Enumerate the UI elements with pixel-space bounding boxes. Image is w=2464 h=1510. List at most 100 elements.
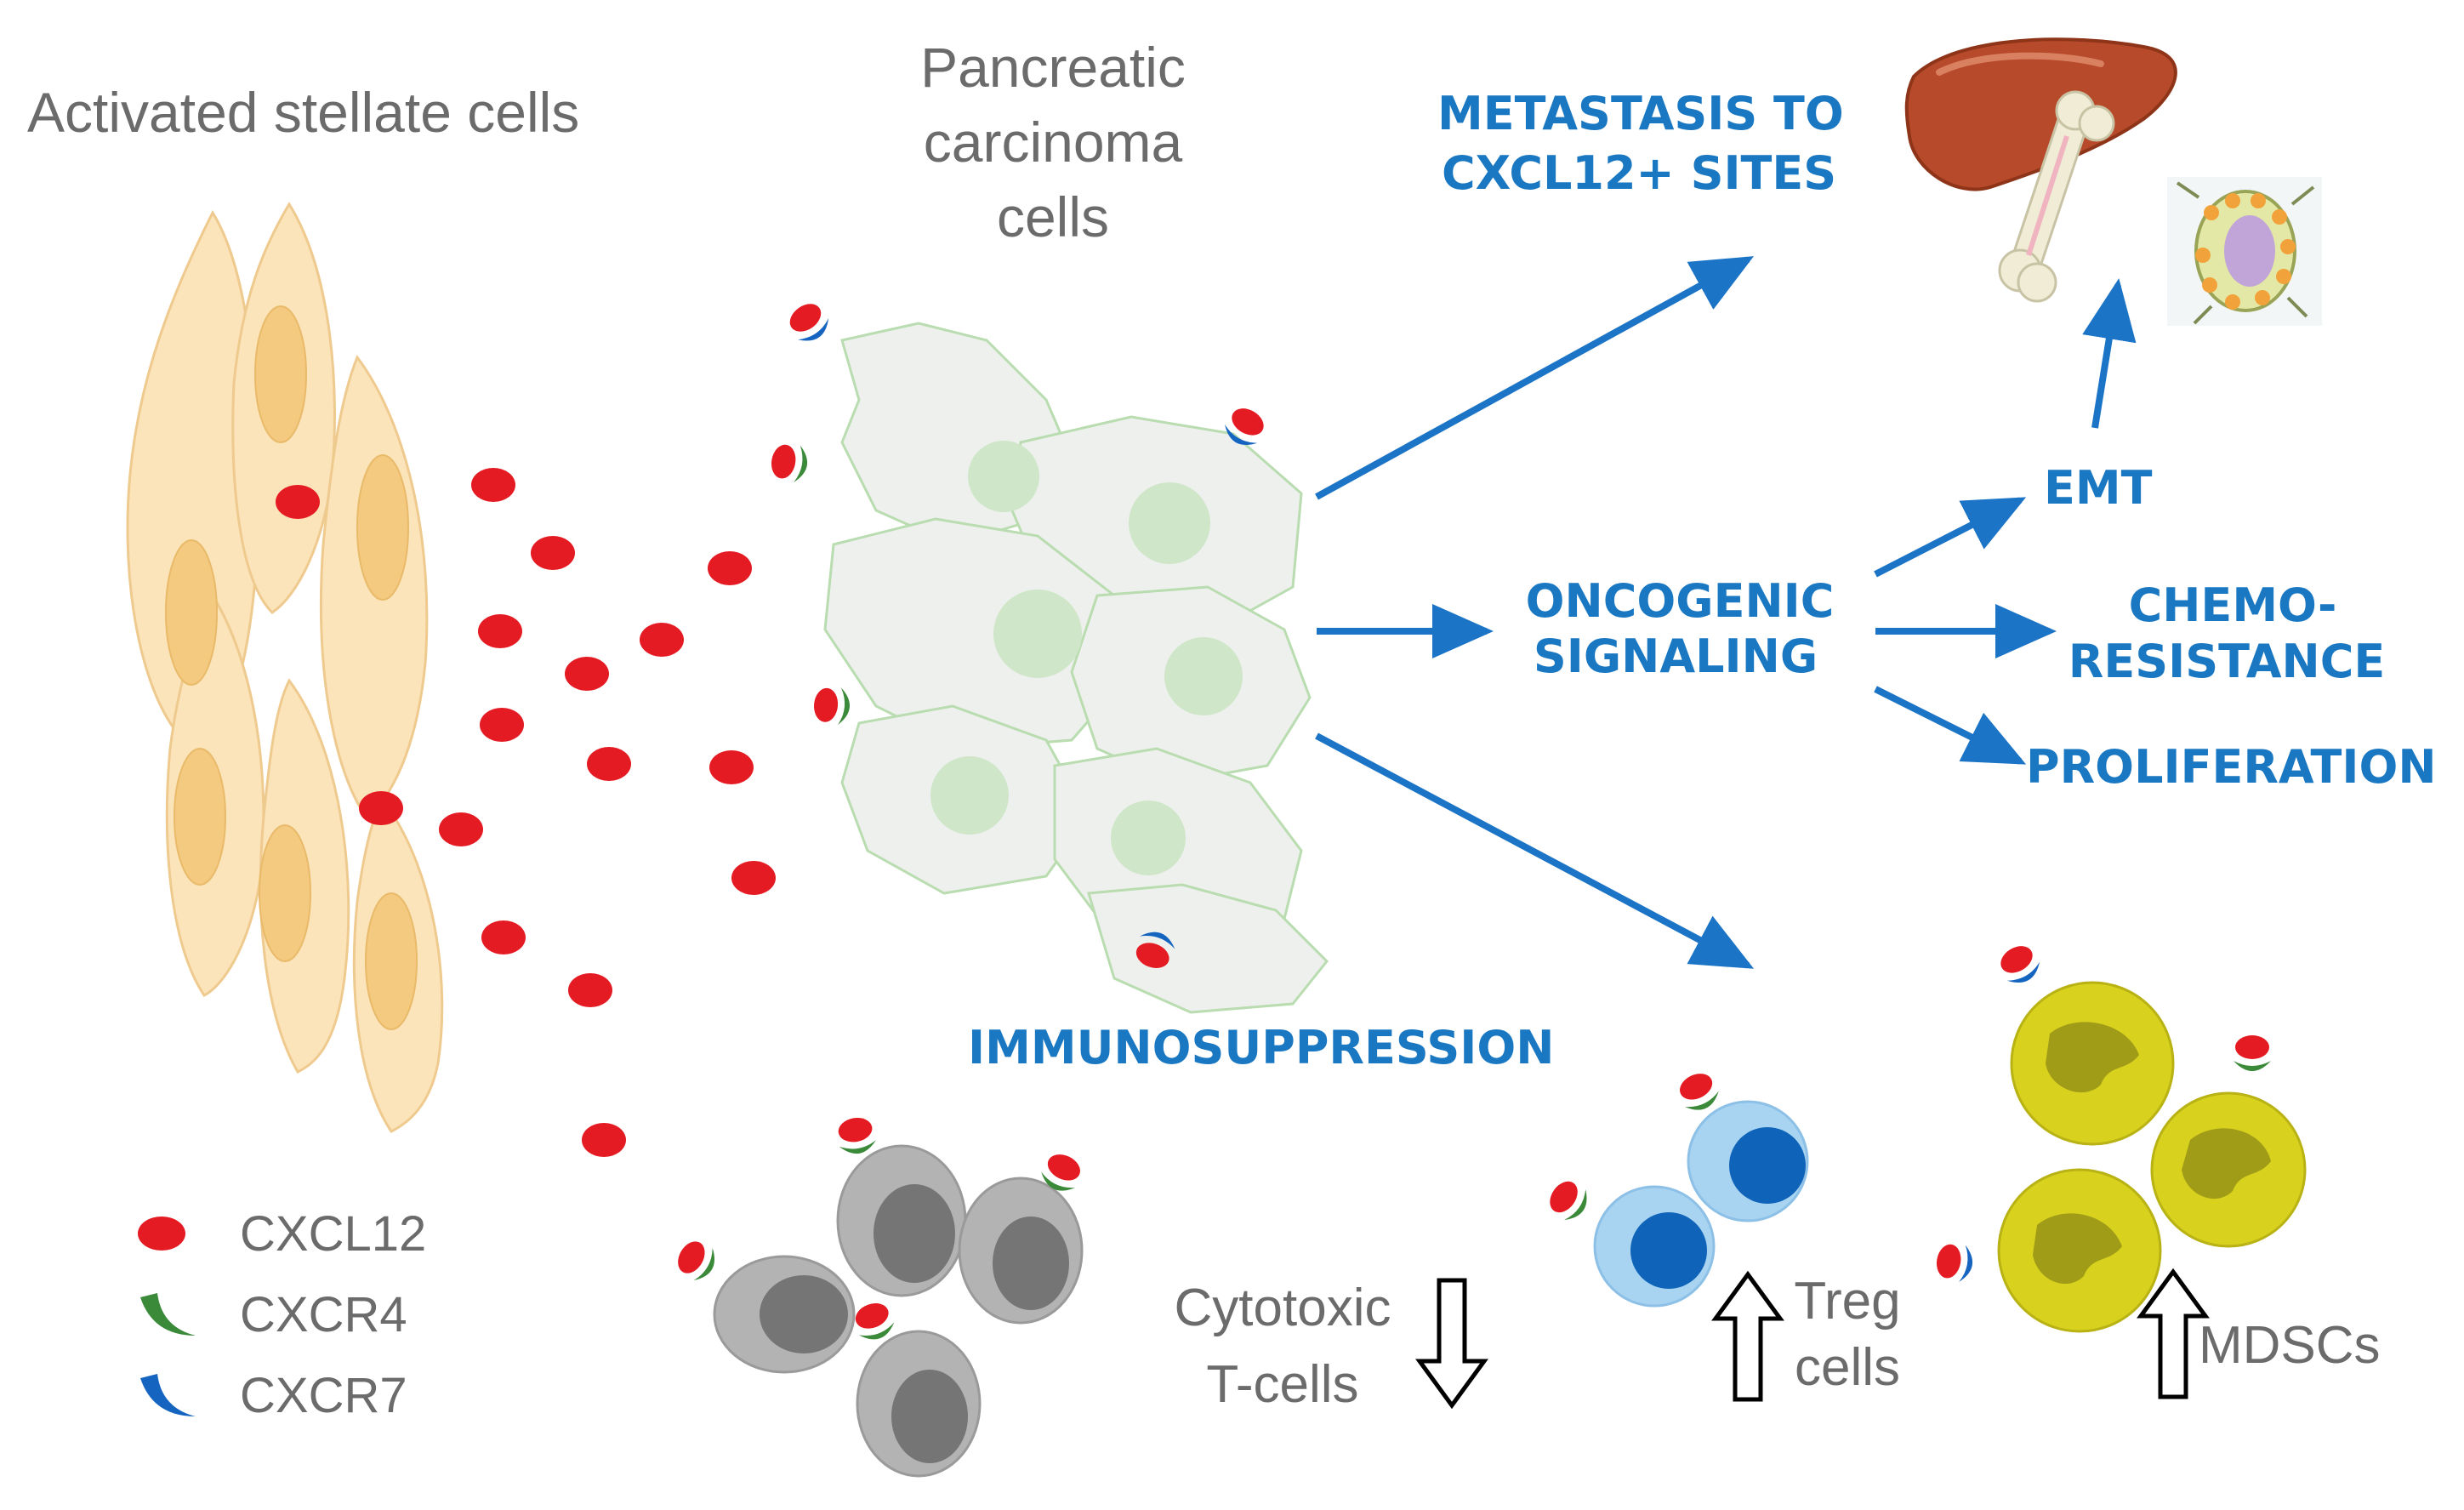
stellate-nucleus [174, 748, 226, 886]
treg-up-arrow-icon [1711, 1270, 1784, 1402]
chemo-line-1: CHEMO- [2129, 578, 2337, 632]
oncogenic-line-1: ONCOGENIC [1526, 574, 1835, 628]
cxcl12-dot [471, 468, 515, 502]
mdsc-nucleus [2046, 1022, 2139, 1093]
cxcr7-icon [140, 1374, 196, 1416]
pathway-arrows [1315, 256, 2137, 969]
cxcl12-dot [709, 750, 754, 784]
proliferation-label: PROLIFERATION [2026, 740, 2437, 794]
oncogenic-label: ONCOGENIC SIGNALING [1526, 574, 1835, 683]
carcinoma-nucleus [1129, 482, 1210, 564]
treg-line-2: cells [1795, 1338, 1900, 1397]
treg-label: Treg cells [1794, 1272, 1900, 1397]
stellate-nucleus [254, 305, 307, 443]
cxcl12-dot [359, 791, 403, 825]
legend-item-cxcr4: CXCR4 [140, 1287, 407, 1342]
cxcl12-cxcr7-complex [1933, 1240, 1976, 1285]
cxcl12-cxcr4-complex [834, 1114, 879, 1157]
cytotoxic-tcells [671, 1114, 1086, 1478]
legend-item-cxcl12: CXCL12 [138, 1206, 426, 1262]
cxcl12-cxcr4-complex [812, 685, 851, 727]
carcinoma-label-line-2: carcinoma [924, 111, 1183, 174]
cxcr4-icon [140, 1293, 196, 1336]
bone-icon [1998, 90, 2115, 303]
carcinoma-label-line-1: Pancreatic [920, 36, 1186, 99]
stellate-cells-label: Activated stellate cells [27, 81, 579, 144]
carcinoma-cells-label: Pancreatic carcinoma cells [920, 36, 1186, 248]
cxcl12-dot [481, 920, 526, 954]
treg-nucleus [1729, 1127, 1806, 1204]
cytotoxic-line-1: Cytotoxic [1175, 1279, 1391, 1337]
tcell-nucleus [760, 1275, 848, 1353]
chemoresistance-label: CHEMO- RESISTANCE [2069, 578, 2386, 688]
stellate-nucleus [356, 454, 409, 601]
legend-item-cxcr7: CXCR7 [140, 1368, 407, 1423]
mdsc-nucleus [2182, 1128, 2271, 1199]
cxcl12-dot [708, 551, 752, 585]
mdsc-nucleus [2033, 1213, 2122, 1285]
carcinoma-nucleus [1164, 637, 1243, 715]
arrow-to-metastasis [1315, 256, 1755, 500]
arrow-to-proliferation [1874, 686, 2027, 765]
cytotoxic-label: Cytotoxic T-cells [1175, 1279, 1391, 1414]
indicator-arrows [1415, 1268, 2210, 1410]
carcinoma-nucleus [993, 590, 1082, 678]
metastasis-line-2: CXCL12+ SITES [1442, 146, 1836, 200]
tcell-nucleus [993, 1217, 1069, 1310]
metastasis-label: METASTASIS TO CXCL12+ SITES [1437, 87, 1844, 200]
mdsc-cells [1933, 939, 2307, 1333]
cxcl12-cxcr4-complex [671, 1234, 722, 1286]
stellate-nucleus [259, 824, 311, 962]
arrow-to-immunosuppression [1315, 732, 1755, 969]
metastasis-line-1: METASTASIS TO [1437, 87, 1844, 140]
liver-highlight [1936, 52, 2104, 76]
carcinoma-nucleus [930, 756, 1009, 835]
oncogenic-line-2: SIGNALING [1534, 630, 1818, 683]
carcinoma-cell [1087, 883, 1329, 1014]
legend-label-cxcl12: CXCL12 [240, 1206, 426, 1262]
cxcl12-dot [587, 747, 631, 781]
immunosuppression-label: IMMUNOSUPPRESSION [968, 1021, 1554, 1074]
emt-label: EMT [2044, 461, 2153, 515]
treg-nucleus [1630, 1212, 1707, 1289]
cxcl12-cxcr4-complex [2234, 1035, 2271, 1071]
cxcl12-dot [439, 812, 483, 846]
chemo-line-2: RESISTANCE [2069, 635, 2386, 688]
cxcl12-cxcr7-complex [782, 297, 835, 349]
cxcl12-cxcr7-complex [1994, 939, 2046, 990]
cxcl12-dot [568, 973, 612, 1007]
cxcl12-ligands [276, 468, 776, 1157]
legend-label-cxcr7: CXCR7 [240, 1368, 407, 1423]
treg-cells [1543, 1068, 1809, 1308]
legend: CXCL12 CXCR4 CXCR7 [138, 1206, 426, 1423]
cxcl12-cxcr4-complex [1674, 1068, 1723, 1116]
arrow-to-emt [1874, 497, 2027, 578]
tcell-nucleus [891, 1370, 968, 1463]
cxcl12-dot [582, 1123, 626, 1157]
cxcl12-icon [138, 1217, 185, 1251]
stellate-nucleus [365, 892, 418, 1030]
cxcl12-cxcr4-complex [1543, 1174, 1595, 1227]
arrow-emt-to-metastasis [2082, 278, 2137, 429]
lymph-node-icon [2167, 177, 2322, 326]
treg-line-1: Treg [1794, 1272, 1900, 1331]
carcinoma-cells-cluster [823, 322, 1329, 1014]
cxcl12-cxcr4-complex [850, 1298, 898, 1345]
stellate-cells-cluster [126, 202, 444, 1133]
carcinoma-nucleus [1111, 801, 1186, 875]
legend-label-cxcr4: CXCR4 [240, 1287, 407, 1342]
cxcl12-dot [478, 614, 522, 648]
cytotoxic-down-arrow-icon [1415, 1278, 1488, 1410]
carcinoma-label-line-3: cells [997, 185, 1109, 248]
mdsc-up-arrow-icon [2137, 1268, 2210, 1399]
cxcl12-dot [531, 536, 575, 570]
tcell-nucleus [873, 1184, 955, 1283]
cxcl12-cxcr4-complex [768, 441, 811, 485]
mdsc-label: MDSCs [2199, 1316, 2381, 1375]
cxcl12-dot [480, 708, 524, 742]
cxcl12-dot [731, 861, 776, 895]
stellate-nucleus [165, 539, 218, 686]
cxcl12-dot [276, 485, 320, 519]
cxcl12-dot [640, 623, 684, 657]
